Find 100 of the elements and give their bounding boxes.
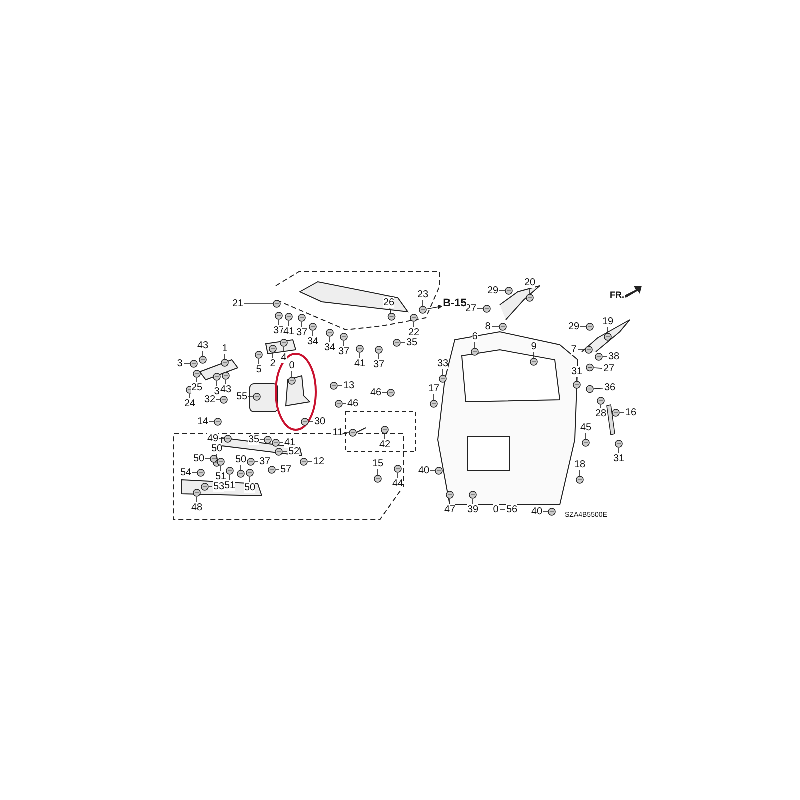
leader-line [192, 472, 198, 474]
arrow [426, 304, 443, 310]
part-icon [586, 323, 594, 331]
callout-number: 27 [603, 364, 615, 374]
callout-number: 11 [332, 428, 344, 438]
leader-line [602, 356, 608, 358]
part-icon [526, 294, 534, 302]
callout-number: 8 [485, 322, 491, 332]
leader-line [278, 320, 280, 326]
leader-line [400, 342, 406, 344]
part-icon [201, 483, 209, 491]
callout-number: 41 [283, 326, 295, 338]
part-icon [285, 313, 293, 321]
part-icon [264, 436, 272, 444]
callout-number: 26 [383, 298, 395, 308]
leader-line [378, 354, 380, 360]
callout-number: 46 [370, 388, 382, 398]
reference-code: B-15 [443, 298, 467, 310]
part-icon [394, 465, 402, 473]
leader-line [384, 434, 386, 440]
leader-line [196, 378, 198, 383]
part-icon [548, 508, 556, 516]
leader-line [344, 432, 350, 434]
callout-number: 40 [531, 506, 543, 518]
part-icon [273, 300, 281, 308]
part-icon [300, 458, 308, 466]
callout-number: 0 [493, 504, 499, 516]
leader-line [472, 498, 474, 505]
callout-number: 14 [197, 416, 209, 428]
callout-number: 4 [281, 352, 287, 364]
part-icon [595, 353, 603, 361]
callout-number: 41 [354, 358, 366, 370]
part-icon [330, 382, 338, 390]
callout-number: 35 [406, 338, 418, 348]
leader-line [216, 380, 218, 387]
leader-line [430, 470, 436, 472]
callout-number: 42 [379, 440, 391, 450]
part-icon [410, 314, 418, 322]
leader-line [220, 466, 222, 472]
leader-line [216, 454, 218, 460]
leader-line [248, 396, 254, 398]
leader-line [208, 486, 213, 488]
callout-number: 37 [373, 360, 385, 370]
part-icon [419, 306, 427, 314]
callout-number: 0 [289, 360, 295, 372]
leader-line [280, 442, 284, 444]
leader-line [272, 352, 274, 359]
leader-line [422, 300, 424, 306]
leader-line [474, 342, 476, 348]
callout-number: 16 [625, 408, 637, 418]
part-icon [612, 409, 620, 417]
part-icon [585, 346, 593, 354]
callout-number: 50 [235, 454, 247, 466]
leader-line [390, 308, 392, 314]
callout-number: 29 [487, 286, 499, 296]
part-icon [573, 381, 581, 389]
callout-number: 51 [224, 480, 236, 492]
part-icon [272, 439, 280, 447]
callout-number: 18 [574, 460, 586, 470]
part-icon [499, 323, 507, 331]
callout-number: 22 [408, 328, 420, 338]
leader-line [620, 412, 625, 414]
callout-number: 23 [417, 290, 429, 300]
leader-line [580, 326, 586, 328]
leader-line [196, 496, 198, 503]
part-icon [213, 373, 221, 381]
callout-number: 37 [259, 456, 271, 468]
callout-number: 35 [248, 434, 260, 446]
callout-number: 43 [197, 340, 209, 352]
part-icon [469, 491, 477, 499]
part-icon [247, 458, 255, 466]
part-icon [604, 333, 612, 341]
callout-number: 38 [608, 352, 620, 362]
part-icon [430, 400, 438, 408]
leader-line [202, 351, 204, 356]
part-icon [199, 356, 207, 364]
callout-number: 45 [580, 422, 592, 434]
part-icon [246, 469, 254, 477]
callout-number: 5 [256, 364, 262, 376]
callout-number: 39 [467, 504, 479, 516]
part-icon [237, 470, 245, 478]
callout-number: 3 [214, 386, 220, 398]
callout-number: 48 [191, 502, 203, 514]
callout-number: 51 [215, 472, 227, 482]
callout-number: 43 [220, 384, 232, 396]
part-icon [349, 429, 357, 437]
leader-line [499, 290, 506, 292]
callout-number: 1 [222, 344, 228, 354]
part-icon [275, 448, 283, 456]
callout-number: 54 [180, 468, 192, 478]
part-icon [193, 489, 201, 497]
callout-number: 25 [191, 382, 203, 394]
part-icon [388, 313, 396, 321]
part-icon [288, 377, 296, 385]
leader-line [219, 438, 224, 440]
leader-line [594, 388, 604, 390]
leader-line [442, 369, 444, 376]
part-icon [582, 439, 590, 447]
callout-number: 40 [418, 466, 430, 476]
part-icon [335, 400, 343, 408]
